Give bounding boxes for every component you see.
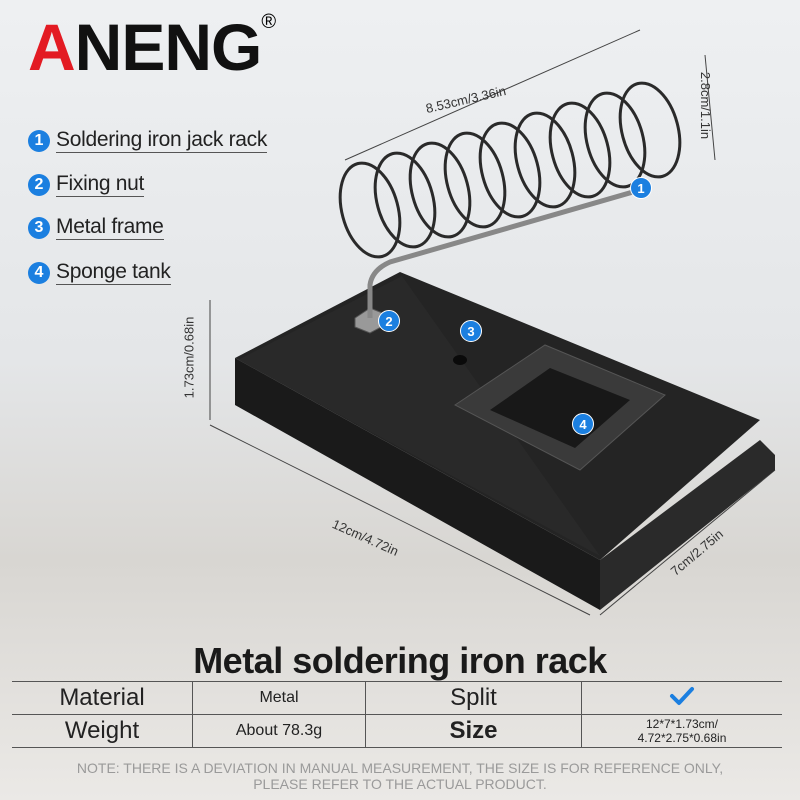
disclaimer-note: NOTE: THERE IS A DEVIATION IN MANUAL MEA… bbox=[76, 760, 724, 793]
callout-badge-3: 3 bbox=[460, 320, 482, 342]
table-row: Material Metal Split bbox=[12, 681, 782, 715]
spec-table: Material Metal Split Weight About 78.3g … bbox=[12, 681, 782, 748]
dimension-coil-diameter: 2.8cm/1.1in bbox=[698, 71, 714, 140]
spring-coil bbox=[338, 81, 682, 318]
callout-badge-2: 2 bbox=[378, 310, 400, 332]
callout-badge-1: 1 bbox=[630, 177, 652, 199]
brand-logo: ANENG® bbox=[28, 10, 276, 84]
metal-base bbox=[235, 272, 775, 610]
checkmark-icon bbox=[581, 681, 782, 715]
callout-badge-4: 4 bbox=[572, 413, 594, 435]
product-illustration bbox=[209, 29, 776, 616]
mount-hole bbox=[453, 355, 467, 365]
number-badge: 2 bbox=[28, 173, 50, 196]
number-badge: 4 bbox=[28, 261, 50, 284]
number-badge: 1 bbox=[28, 129, 50, 152]
table-row: Weight About 78.3g Size 12*7*1.73cm/4.72… bbox=[12, 714, 782, 748]
dimension-lines bbox=[209, 29, 776, 616]
product-title: Metal soldering iron rack bbox=[193, 640, 607, 681]
dimension-height: 1.73cm/0.68in bbox=[181, 316, 197, 399]
number-badge: 3 bbox=[28, 216, 50, 239]
